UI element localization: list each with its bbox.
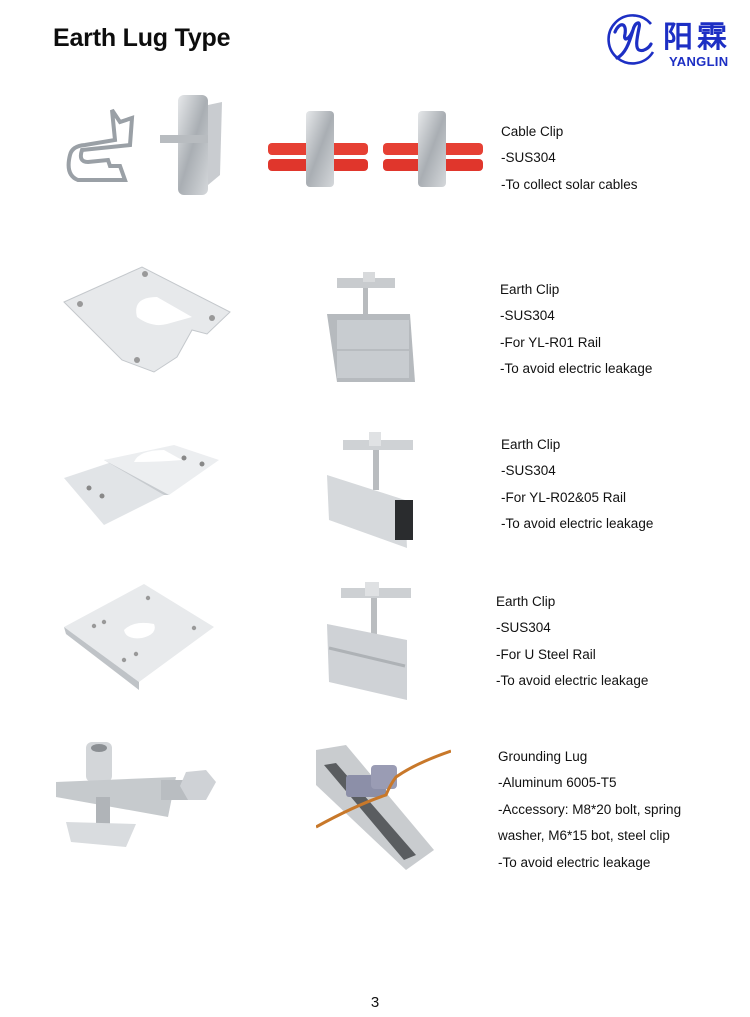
product-row-earth-clip-u-steel: Earth Clip -SUS304 -For U Steel Rail -To… <box>0 570 750 720</box>
product-description: Cable Clip -SUS304 -To collect solar cab… <box>501 119 638 198</box>
product-purpose: -To avoid electric leakage <box>500 361 653 377</box>
earth-clip-on-rail-image-icon <box>327 272 415 382</box>
logo-chinese-name: 阳霖 <box>663 20 731 55</box>
product-material: -SUS304 <box>496 620 551 636</box>
product-purpose: -To avoid electric leakage <box>498 854 651 870</box>
product-row-cable-clip: Cable Clip -SUS304 -To collect solar cab… <box>0 85 750 220</box>
grounding-lug-on-rail-image-icon <box>316 745 451 870</box>
product-rail: -For U Steel Rail <box>496 646 596 662</box>
product-rail: -For YL-R01 Rail <box>500 334 602 350</box>
page-number: 3 <box>370 994 380 1011</box>
product-name: Cable Clip <box>501 124 564 139</box>
product-accessory: -Accessory: M8*20 bolt, spring <box>498 801 682 817</box>
perforated-earth-plate-image-icon <box>64 584 214 690</box>
product-purpose: -To collect solar cables <box>501 176 638 192</box>
product-description: Earth Clip -SUS304 -For YL-R02&05 Rail -… <box>501 432 653 538</box>
product-purpose: -To avoid electric leakage <box>501 516 654 532</box>
product-row-earth-clip-r02-05: Earth Clip -SUS304 -For YL-R02&05 Rail -… <box>0 415 750 565</box>
yl-monogram-icon <box>607 14 655 65</box>
product-rail: -For YL-R02&05 Rail <box>501 489 627 505</box>
product-name: Grounding Lug <box>498 749 588 764</box>
product-material: -SUS304 <box>500 308 555 324</box>
product-accessory-cont: washer, M6*15 bot, steel clip <box>498 828 670 844</box>
page-title: Earth Lug Type <box>53 24 231 52</box>
product-material: -SUS304 <box>501 150 556 166</box>
earth-clip-on-u-steel-rail-image-icon <box>327 582 411 700</box>
earth-clip-on-rail-r02-image-icon <box>327 432 413 548</box>
grounding-lug-image-icon <box>56 742 216 847</box>
logo-english-name: YANGLIN <box>669 54 729 69</box>
product-row-earth-clip-r01: Earth Clip -SUS304 -For YL-R01 Rail -To … <box>0 250 750 400</box>
product-material: -SUS304 <box>501 463 556 479</box>
product-description: Earth Clip -SUS304 -For YL-R01 Rail -To … <box>500 277 652 383</box>
u-slot-earth-plate-image-icon <box>63 266 231 373</box>
product-row-grounding-lug: Grounding Lug -Aluminum 6005-T5 -Accesso… <box>0 730 750 880</box>
product-name: Earth Clip <box>501 437 561 452</box>
product-description: Earth Clip -SUS304 -For U Steel Rail -To… <box>496 589 648 695</box>
cable-clip-on-cables-image-icon <box>268 111 483 187</box>
cable-clip-image-icon <box>66 95 222 195</box>
product-material: -Aluminum 6005-T5 <box>498 775 617 791</box>
yanglin-logo: 阳霖 YANGLIN <box>603 10 743 70</box>
product-description: Grounding Lug -Aluminum 6005-T5 -Accesso… <box>498 744 681 876</box>
product-name: Earth Clip <box>500 282 560 297</box>
product-name: Earth Clip <box>496 594 556 609</box>
product-purpose: -To avoid electric leakage <box>496 673 649 689</box>
z-bent-earth-plate-image-icon <box>64 445 219 525</box>
